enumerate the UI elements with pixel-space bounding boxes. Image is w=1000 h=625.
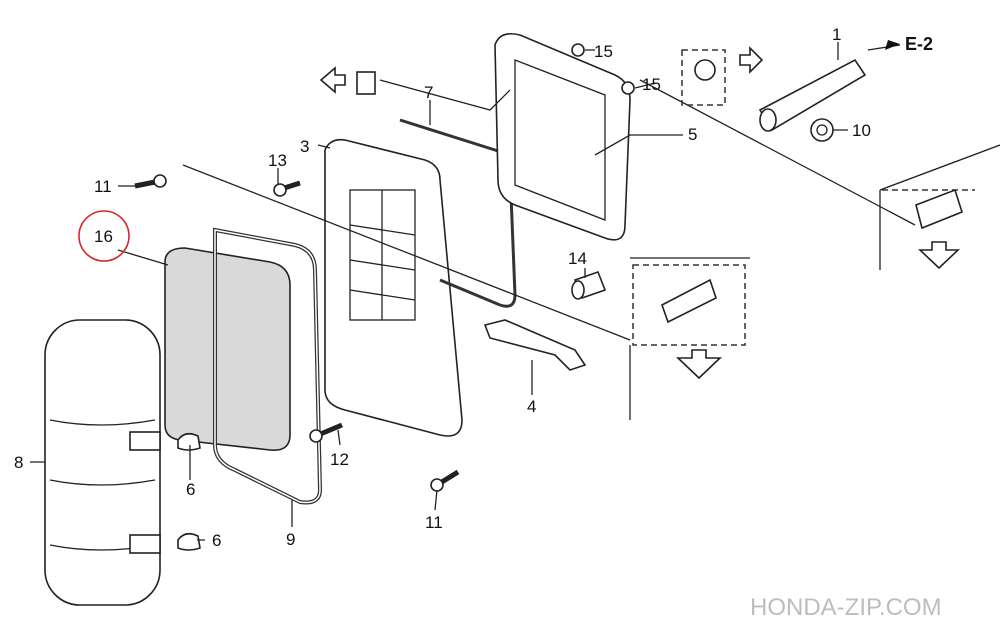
callout-6: 6 — [212, 531, 221, 550]
callout-3: 3 — [300, 137, 309, 156]
arrow-right-icon — [739, 46, 764, 74]
tube-part-14[interactable] — [571, 270, 607, 300]
arrow-left-icon — [319, 66, 346, 94]
tube-end-detail — [915, 188, 963, 230]
clip-part-6[interactable] — [177, 432, 201, 451]
tube-detail — [661, 278, 717, 324]
callout-15: 15 — [594, 42, 613, 61]
nut-part-15[interactable] — [621, 81, 635, 95]
tube-part-1[interactable] — [758, 58, 867, 132]
callout-4: 4 — [527, 397, 536, 416]
arrow-down-icon — [917, 241, 961, 270]
callout-9: 9 — [286, 530, 295, 549]
callout-15: 15 — [642, 75, 661, 94]
callout-6: 6 — [186, 480, 195, 499]
callout-10: 10 — [852, 121, 871, 140]
air-cleaner-body-part-5[interactable] — [494, 32, 631, 241]
callout-1: 1 — [832, 25, 841, 44]
gasket-part-9[interactable] — [213, 227, 323, 505]
nut-part-10[interactable] — [810, 118, 834, 142]
callout-13: 13 — [268, 151, 287, 170]
callout-11: 11 — [94, 177, 112, 196]
bolt-part-13[interactable] — [273, 180, 301, 197]
nut-part-15[interactable] — [571, 43, 585, 57]
callout-14: 14 — [568, 249, 587, 268]
arrow-down-icon — [676, 349, 722, 380]
bracket-part-4[interactable] — [483, 319, 587, 371]
callout-7: 7 — [424, 83, 433, 102]
bolt-part-11[interactable] — [134, 174, 167, 189]
callout-5: 5 — [688, 125, 697, 144]
air-cleaner-case-part-3[interactable] — [324, 138, 463, 437]
callout-11: 11 — [425, 513, 443, 532]
callout-e2: E-2 — [905, 34, 933, 54]
grommet-detail — [694, 59, 716, 81]
callout-8: 8 — [14, 453, 23, 472]
bolt-part-12[interactable] — [309, 422, 343, 443]
clip-part-6[interactable] — [177, 532, 201, 551]
callout-16: 16 — [94, 227, 113, 246]
grommet-detail — [356, 71, 376, 95]
watermark: HONDA-ZIP.COM — [750, 594, 942, 621]
air-cleaner-cover-part-8[interactable] — [44, 319, 161, 606]
highlight-circle — [78, 210, 130, 262]
filter-element-part-16[interactable] — [164, 247, 291, 452]
bolt-part-11[interactable] — [430, 469, 460, 492]
callout-12: 12 — [330, 450, 349, 469]
